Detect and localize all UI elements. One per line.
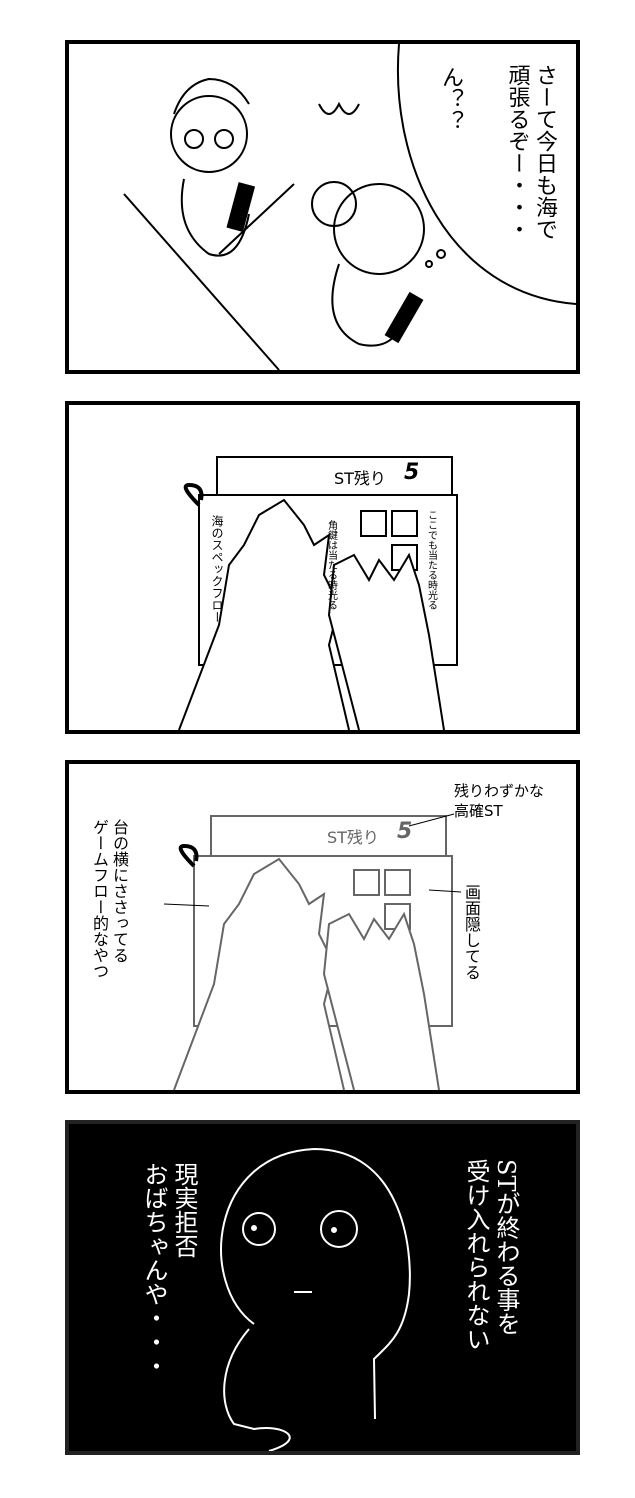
note-right: ここでも当たる時光る	[425, 510, 437, 610]
caption-right: STが終わる事を 受け入れられない	[462, 1159, 520, 1351]
speech-text: さーて今日も海で 頑張るぞー・・・	[504, 64, 558, 240]
speech-bubble-outline	[397, 44, 576, 305]
annotation-screen-hidden: 画面隠してる	[462, 884, 481, 980]
panel-1: さーて今日も海で 頑張るぞー・・・ ん？？	[65, 40, 580, 374]
st-remaining-count: 5	[404, 460, 420, 485]
annotation-high-chance-st: 残りわずかな 高確ST	[454, 782, 545, 820]
slot-machine-annotated-drawing	[163, 813, 462, 1090]
head-outline	[220, 1147, 411, 1420]
annotation-game-flow: 台の横にささってる ゲームフロー的なやつ	[90, 819, 129, 979]
panel-4: STが終わる事を 受け入れられない 現実拒否 おばちゃんや・・・	[65, 1120, 580, 1455]
thought-text: ん？？	[438, 66, 463, 132]
panel-3: ST残り 5 残りわずかな 高確ST 台の横にささってる ゲームフロー的なやつ …	[65, 760, 580, 1094]
panel-1-drawing	[123, 44, 576, 370]
slot-machine-drawing	[178, 456, 458, 730]
st-remaining-label: ST残り	[334, 469, 386, 488]
slope-line	[123, 193, 280, 370]
flow-title: 海のスペックフロー	[210, 515, 224, 623]
panel-2: ST残り 5 海のスペックフロー 角鍵は当たる時光る ここでも当たる時光る	[65, 401, 580, 734]
right-hand	[327, 552, 445, 730]
st-remaining-label: ST残り	[327, 828, 379, 847]
woman-head	[170, 95, 248, 173]
caption-left: 現実拒否 おばちゃんや・・・	[140, 1162, 198, 1378]
note-left: 角鍵は当たる時光る	[325, 520, 337, 610]
bear-head	[333, 183, 425, 275]
st-screen	[216, 456, 453, 496]
woman-silhouette-drawing	[220, 1147, 411, 1451]
st-remaining-count: 5	[397, 819, 413, 844]
